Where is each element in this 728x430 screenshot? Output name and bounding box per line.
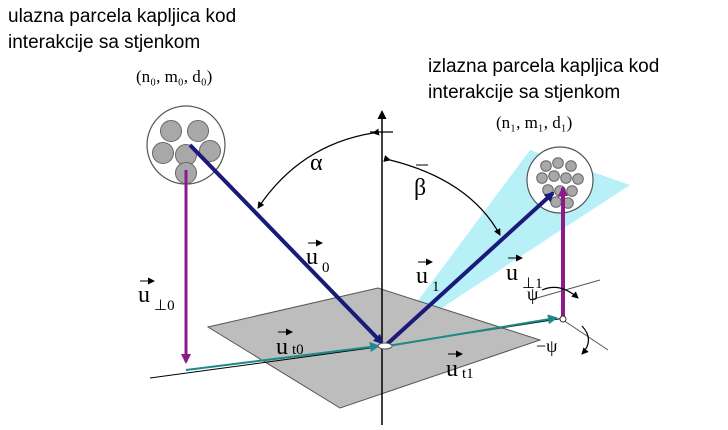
psi-vertex	[559, 315, 567, 323]
incoming-label-line2: interakcije sa stjenkom	[8, 32, 200, 53]
svg-text:⊥1: ⊥1	[522, 276, 543, 292]
alpha-label: α	[310, 150, 323, 176]
reflected-tangential-velocity-arrow	[387, 314, 558, 347]
incoming-params: (n₀, m₀, d₀)	[136, 67, 212, 86]
beta-arc	[383, 155, 501, 236]
incoming-droplet-parcel	[146, 105, 226, 185]
u-perp1-label: u ⊥1	[506, 254, 543, 292]
reflected-velocity-arrow	[383, 191, 555, 348]
outgoing-label-line2: interakcije sa stjenkom	[428, 82, 620, 103]
outgoing-params: (n₁, m₁, d₁)	[496, 113, 572, 132]
svg-text:u: u	[306, 244, 318, 270]
svg-text:⊥0: ⊥0	[154, 298, 175, 314]
psi-label: ψ	[527, 284, 539, 304]
incident-tangential-velocity-arrow	[185, 342, 380, 371]
neg-psi-label: −ψ	[536, 336, 558, 356]
neg-psi-reference-line	[562, 319, 609, 351]
incoming-label-line1: ulazna parcela kapljica kod	[8, 6, 236, 27]
svg-text:1: 1	[432, 279, 440, 295]
svg-text:t1: t1	[462, 366, 474, 382]
svg-text:0: 0	[322, 260, 330, 276]
alpha-arc	[257, 128, 380, 209]
u1-label: u 1	[416, 258, 440, 295]
u-t0-label: u t0	[276, 328, 304, 360]
svg-text:u: u	[138, 282, 150, 308]
svg-text:u: u	[276, 334, 288, 360]
impact-point	[377, 342, 393, 350]
incident-velocity-arrow	[188, 143, 384, 345]
outgoing-label-line1: izlazna parcela kapljica kod	[428, 56, 659, 77]
beta-label: β	[414, 175, 426, 201]
svg-text:u: u	[416, 263, 428, 289]
u0-label: u 0	[306, 239, 330, 276]
u-perp0-label: u ⊥0	[138, 277, 175, 314]
outgoing-droplet-parcel	[526, 146, 594, 214]
psi-arc	[541, 286, 579, 299]
svg-text:t0: t0	[292, 342, 304, 358]
svg-text:u: u	[506, 260, 518, 286]
u-t1-label: u t1	[446, 350, 474, 382]
surface-tangent-line	[149, 345, 386, 379]
neg-psi-arc	[581, 325, 590, 355]
svg-text:u: u	[446, 356, 458, 382]
